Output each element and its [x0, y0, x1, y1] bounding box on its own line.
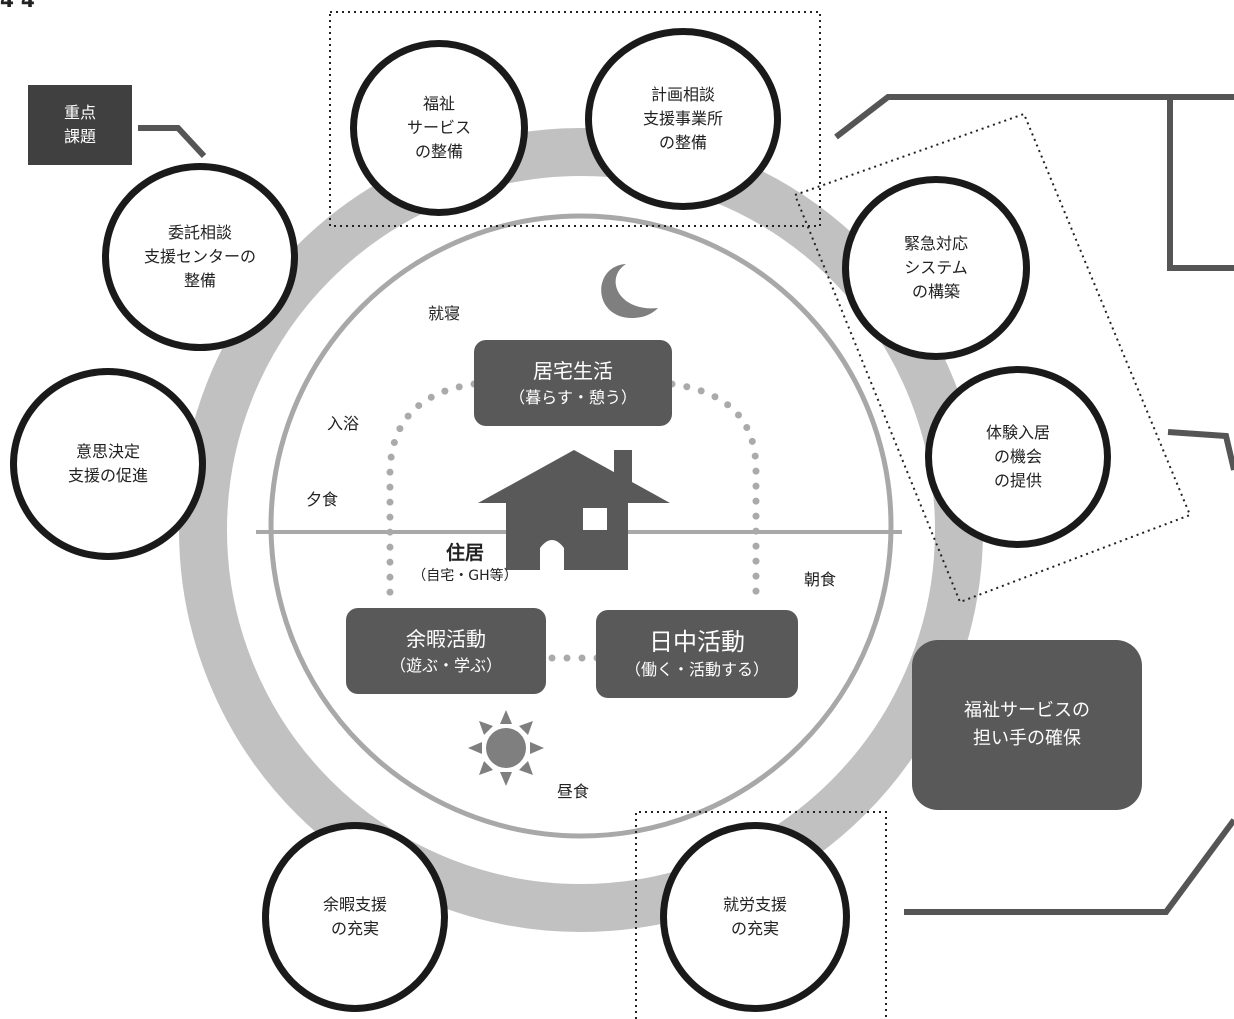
box-text: 担い手の確保: [973, 728, 1081, 749]
sun-icon: [468, 710, 544, 786]
circle-text: 委託相談: [167, 223, 232, 242]
circle-text: 余暇支援: [322, 895, 387, 914]
residence-subtitle: （自宅・GH等）: [412, 568, 518, 584]
residence-title: 住居: [445, 542, 484, 564]
circle-text: の整備: [658, 133, 707, 152]
circle-text: の機会: [993, 447, 1042, 466]
dotted-box-top: [329, 11, 821, 227]
dotted-box-bottom: [635, 811, 887, 1019]
circle-text: 緊急対応: [903, 234, 968, 253]
priority-label-line1: 重点: [63, 103, 96, 122]
leisure-activity-title: 余暇活動: [406, 627, 486, 651]
circle-text: の充実: [730, 919, 779, 938]
circle-text: の整備: [414, 142, 463, 161]
circle-text: 支援事業所: [642, 109, 723, 128]
circle-trial-residence: 体験入居 の機会 の提供: [925, 366, 1111, 548]
welfare-workforce-box: 福祉サービスの 担い手の確保: [912, 640, 1142, 810]
circle-text: 整備: [183, 271, 216, 290]
label-bath: 入浴: [327, 414, 360, 433]
circle-planning-consultation: 計画相談 支援事業所 の整備: [585, 28, 781, 210]
box-text: 福祉サービスの: [964, 700, 1090, 721]
header-fragment: 4 4: [0, 0, 35, 12]
leisure-activity-subtitle: （遊ぶ・学ぶ）: [389, 656, 502, 675]
circle-employment-support: 就労支援 の充実: [660, 822, 850, 1012]
label-lunch: 昼食: [557, 782, 590, 801]
residence-label: 住居 （自宅・GH等）: [390, 540, 540, 586]
label-dinner: 夕食: [306, 490, 339, 509]
inner-ring: [268, 213, 894, 839]
circle-text: の提供: [993, 471, 1042, 490]
circle-text: 就労支援: [722, 895, 787, 914]
label-sleep: 就寝: [428, 304, 461, 323]
circle-leisure-support: 余暇支援 の充実: [262, 822, 448, 1012]
leisure-activity-box: 余暇活動 （遊ぶ・学ぶ）: [346, 608, 546, 694]
circle-text: 体験入居: [985, 423, 1050, 442]
circle-text: 計画相談: [650, 85, 715, 104]
outer-ring: [179, 128, 983, 932]
circle-commissioned-consultation: 委託相談 支援センターの 整備: [102, 163, 298, 351]
circle-text: の充実: [330, 919, 379, 938]
activity-loop-dots: [386, 380, 760, 662]
daytime-activity-title: 日中活動: [649, 628, 745, 656]
daytime-activity-box: 日中活動 （働く・活動する）: [596, 610, 798, 698]
circle-welfare-services: 福祉 サービス の整備: [350, 40, 528, 216]
circle-text: 支援センターの: [143, 247, 256, 266]
connector-lines: [138, 94, 1234, 915]
priority-label: 重点 課題: [28, 85, 132, 165]
home-life-subtitle: （暮らす・憩う）: [509, 388, 637, 407]
priority-label-line2: 課題: [63, 127, 96, 146]
circle-text: サービス: [406, 118, 471, 137]
circle-text: の構築: [911, 282, 960, 301]
circle-emergency-system: 緊急対応 システム の構築: [842, 176, 1030, 360]
circle-text: 意思決定: [75, 442, 140, 461]
moon-icon: [601, 264, 658, 318]
label-breakfast: 朝食: [804, 570, 837, 589]
house-icon: [478, 450, 670, 570]
circle-text: 福祉: [422, 94, 455, 113]
home-life-box: 居宅生活 （暮らす・憩う）: [474, 340, 672, 426]
daytime-activity-subtitle: （働く・活動する）: [624, 660, 769, 679]
circle-text: システム: [904, 258, 968, 277]
dotted-box-right: [793, 112, 1192, 604]
circle-decision-support: 意思決定 支援の促進: [10, 368, 206, 560]
home-life-title: 居宅生活: [533, 359, 613, 383]
circle-text: 支援の促進: [67, 466, 148, 485]
